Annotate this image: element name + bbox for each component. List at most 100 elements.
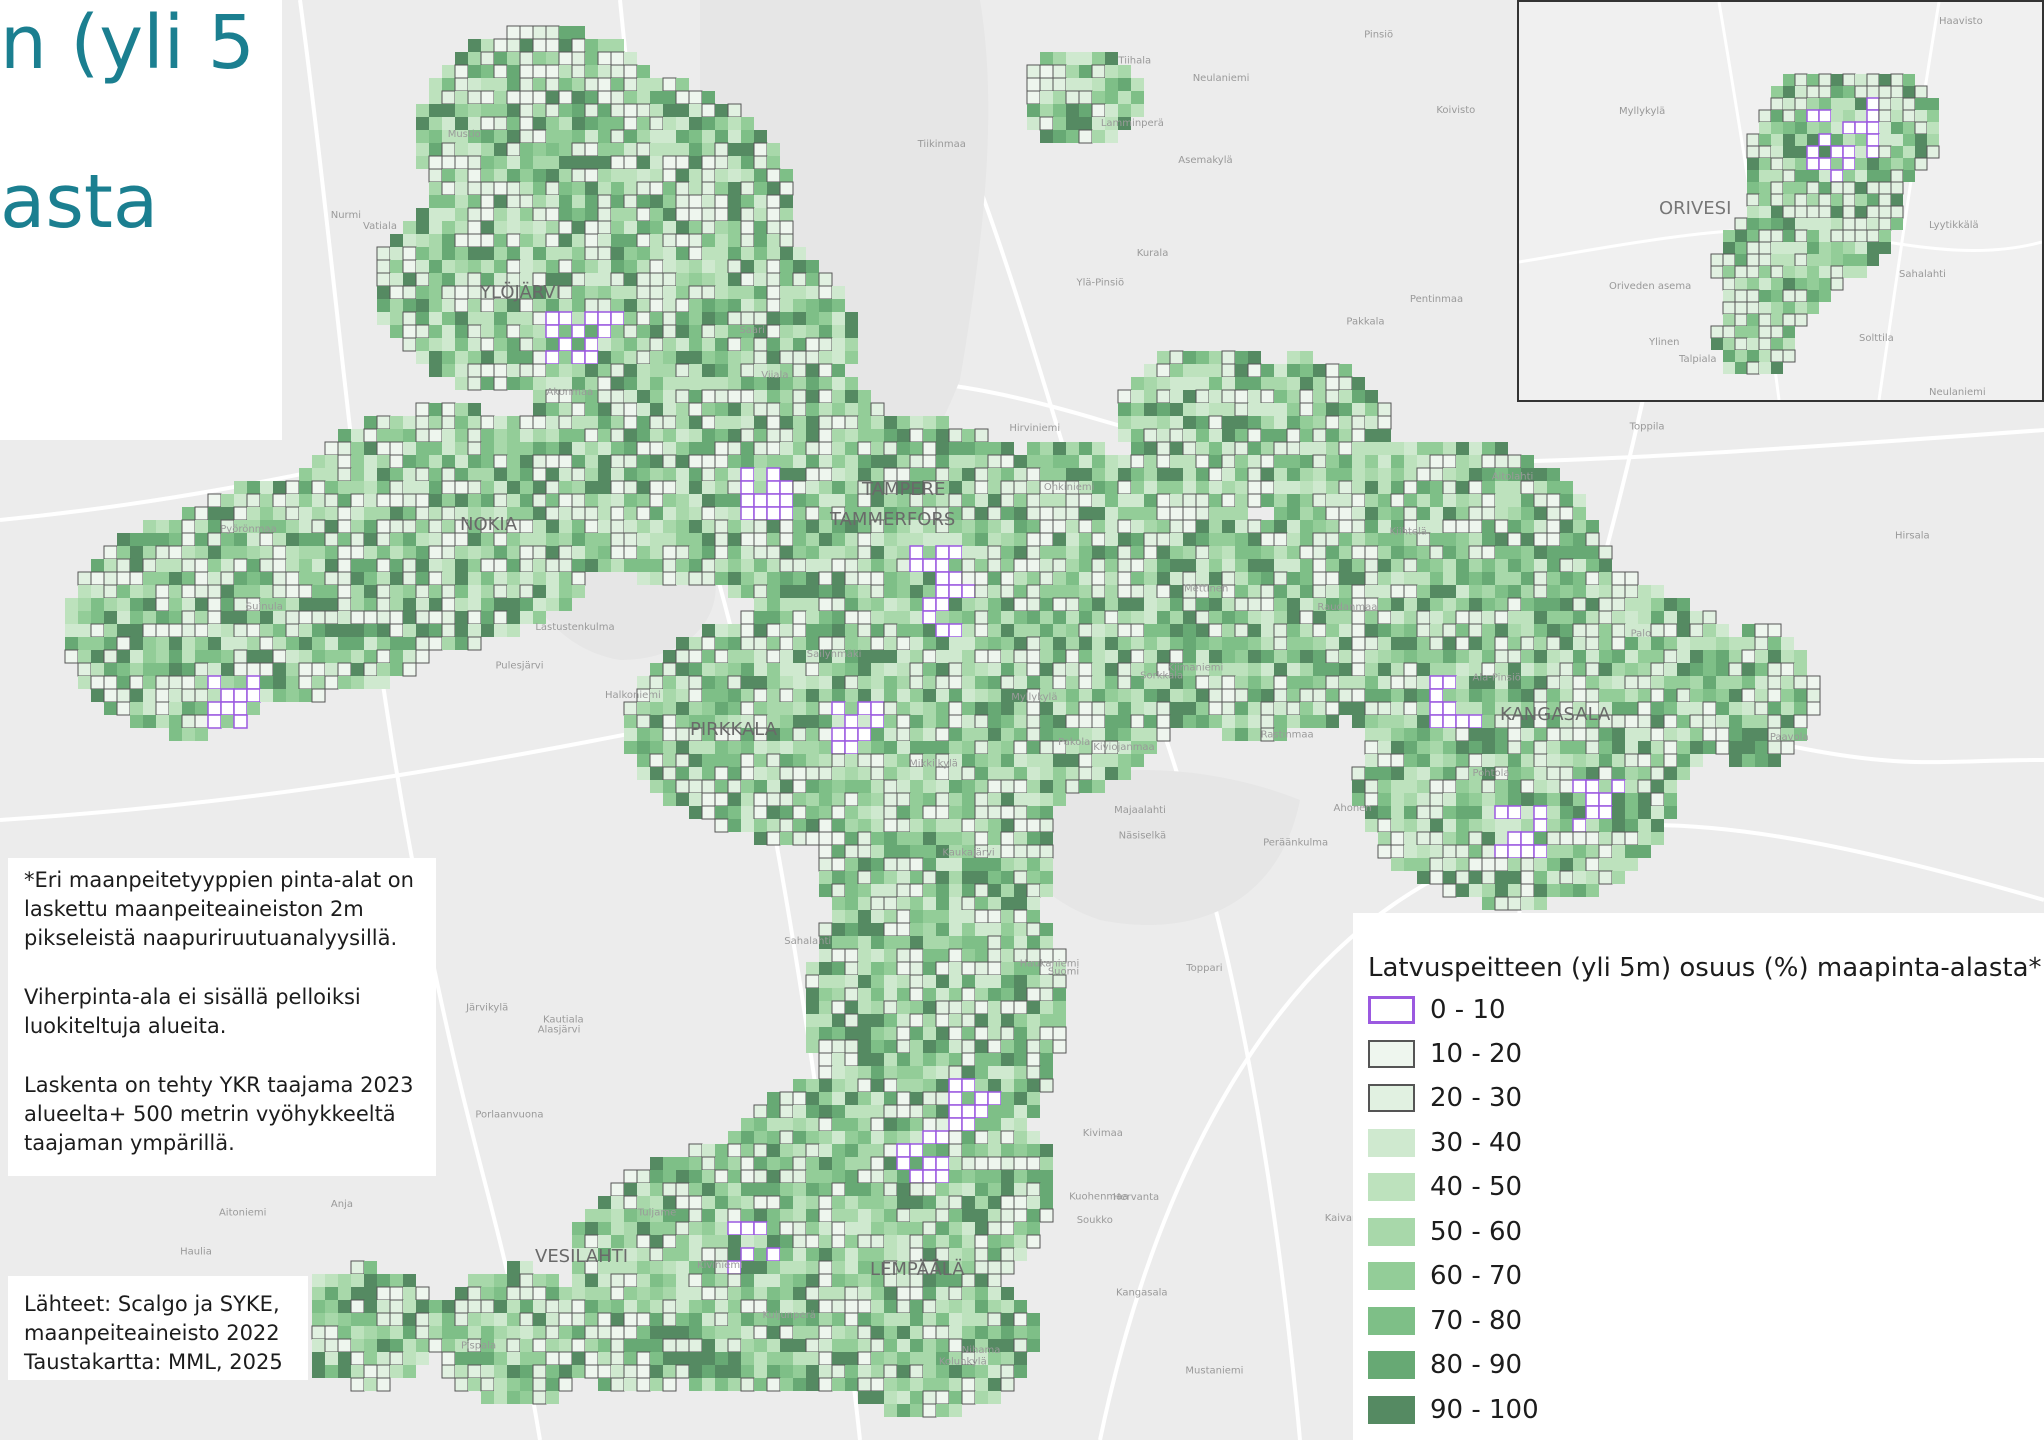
grid-cell xyxy=(884,1092,897,1105)
grid-cell xyxy=(1430,845,1443,858)
grid-cell xyxy=(962,1027,975,1040)
grid-cell xyxy=(766,272,781,287)
grid-cell xyxy=(1391,598,1404,611)
grid-cell xyxy=(949,611,962,624)
grid-cell xyxy=(884,546,897,559)
grid-cell xyxy=(1443,663,1456,676)
grid-cell xyxy=(546,546,559,559)
grid-cell xyxy=(104,598,117,611)
grid-cell xyxy=(675,1221,690,1236)
grid-cell xyxy=(390,663,403,676)
grid-cell xyxy=(624,1261,637,1274)
grid-cell xyxy=(572,260,585,273)
grid-cell xyxy=(949,962,962,975)
grid-cell xyxy=(441,142,456,157)
grid-cell xyxy=(663,793,676,806)
grid-cell xyxy=(923,1040,936,1053)
grid-cell xyxy=(1339,637,1352,650)
grid-cell xyxy=(1624,714,1639,729)
grid-cell xyxy=(805,1234,820,1249)
grid-cell xyxy=(1534,793,1547,806)
grid-cell xyxy=(1027,572,1040,585)
grid-cell xyxy=(897,897,910,910)
grid-cell xyxy=(247,572,260,585)
grid-cell xyxy=(429,273,442,286)
grid-cell xyxy=(858,858,871,871)
grid-cell xyxy=(806,533,819,546)
grid-cell xyxy=(572,91,585,104)
grid-cell xyxy=(1365,624,1378,637)
grid-cell xyxy=(818,766,833,781)
grid-cell xyxy=(832,650,845,663)
grid-cell xyxy=(1066,52,1079,65)
grid-cell xyxy=(662,571,677,586)
grid-cell xyxy=(728,299,741,312)
grid-cell xyxy=(1625,767,1638,780)
grid-cell xyxy=(65,611,78,624)
grid-cell xyxy=(481,39,494,52)
grid-cell xyxy=(1013,558,1028,573)
grid-cell xyxy=(949,533,962,546)
grid-cell xyxy=(650,507,663,520)
grid-cell xyxy=(364,637,377,650)
grid-cell xyxy=(403,546,416,559)
grid-cell xyxy=(1183,481,1196,494)
grid-cell xyxy=(793,793,806,806)
grid-cell xyxy=(324,571,339,586)
grid-cell xyxy=(650,1222,663,1235)
grid-cell xyxy=(1312,571,1327,586)
grid-cell xyxy=(1196,533,1209,546)
grid-cell xyxy=(558,259,573,274)
grid-cell xyxy=(871,676,884,689)
grid-cell xyxy=(702,715,715,728)
grid-cell xyxy=(364,1261,377,1274)
grid-cell xyxy=(727,337,742,352)
grid-cell xyxy=(416,312,429,325)
grid-cell xyxy=(832,624,845,637)
grid-cell xyxy=(1365,390,1378,403)
grid-cell xyxy=(571,142,586,157)
grid-cell xyxy=(884,663,897,676)
grid-cell xyxy=(1495,780,1508,793)
grid-cell xyxy=(975,598,988,611)
grid-cell xyxy=(1092,468,1105,481)
grid-cell xyxy=(1079,780,1092,793)
grid-cell xyxy=(961,1039,976,1054)
grid-cell xyxy=(792,805,807,820)
grid-cell xyxy=(857,831,872,846)
grid-cell xyxy=(1105,104,1118,117)
grid-cell xyxy=(1573,559,1586,572)
grid-cell xyxy=(584,298,599,313)
grid-cell xyxy=(702,338,715,351)
grid-cell xyxy=(532,90,547,105)
grid-cell xyxy=(1520,883,1535,898)
grid-cell xyxy=(923,1014,936,1027)
grid-cell xyxy=(1027,962,1040,975)
grid-cell xyxy=(975,1118,988,1131)
grid-cell xyxy=(1573,884,1586,897)
grid-cell xyxy=(845,429,858,442)
grid-cell xyxy=(143,689,156,702)
grid-cell xyxy=(676,325,689,338)
grid-cell xyxy=(1326,520,1339,533)
grid-cell xyxy=(715,403,728,416)
grid-cell xyxy=(1040,702,1053,715)
grid-cell xyxy=(754,1235,767,1248)
grid-cell xyxy=(1235,702,1248,715)
grid-cell xyxy=(1131,91,1144,104)
grid-cell xyxy=(702,130,715,143)
grid-cell xyxy=(415,584,430,599)
grid-cell xyxy=(1677,754,1690,767)
grid-cell xyxy=(559,325,572,338)
grid-cell xyxy=(1118,611,1131,624)
grid-cell xyxy=(1495,494,1508,507)
grid-cell xyxy=(1638,845,1651,858)
grid-cell xyxy=(155,545,170,560)
grid-cell xyxy=(741,169,754,182)
grid-cell xyxy=(715,624,728,637)
grid-cell xyxy=(1026,922,1041,937)
grid-cell xyxy=(1468,610,1483,625)
grid-cell xyxy=(780,169,793,182)
grid-cell xyxy=(1313,390,1326,403)
grid-cell xyxy=(389,480,404,495)
